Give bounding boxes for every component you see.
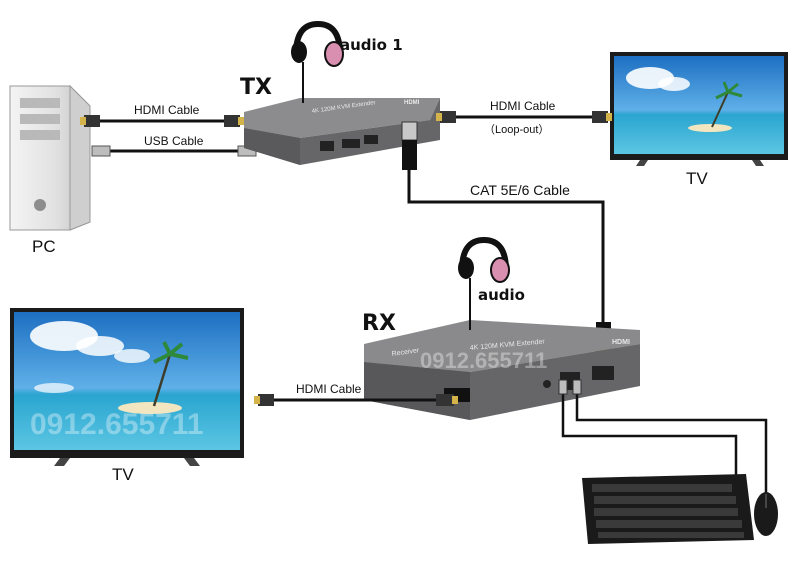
rx-audio-port xyxy=(543,380,551,388)
tx-device: 4K 120M KVM Extender HDMI xyxy=(244,98,440,165)
loop-hdmi-cable xyxy=(436,111,612,123)
tx-hdmi-port xyxy=(342,139,360,148)
tv-bottom-label: TV xyxy=(112,465,134,484)
rx-audio-label: audio xyxy=(478,286,525,304)
tx-hdmi-out-port xyxy=(364,135,378,144)
headphones-icon xyxy=(458,236,510,330)
pc-hdmi-cable xyxy=(80,115,244,127)
rx-side-print: Receiver xyxy=(391,347,420,358)
mouse-icon xyxy=(754,492,778,536)
rx-hdmi-logo: HDMI xyxy=(612,339,630,346)
pc-hdmi-label: HDMI Cable xyxy=(134,103,200,117)
rx-hdmi-label: HDMI Cable xyxy=(296,382,362,396)
loop-hdmi-label: HDMI Cable xyxy=(490,99,556,113)
pc-label: PC xyxy=(32,237,56,256)
rx-hdmi-cable xyxy=(254,394,458,406)
usb-cables xyxy=(558,379,768,494)
keyboard-icon xyxy=(582,474,754,544)
tx-hdmi-logo: HDMI xyxy=(404,100,420,106)
watermark: 0912.655711 xyxy=(30,408,204,441)
cat-cable xyxy=(401,121,612,357)
tv-top-label: TV xyxy=(686,169,708,188)
cat-cable-label: CAT 5E/6 Cable xyxy=(470,182,570,198)
pc-usb-label: USB Cable xyxy=(144,134,204,148)
watermark: 0912.655711 xyxy=(420,348,547,373)
tv-top xyxy=(610,52,788,166)
pc-tower xyxy=(9,84,91,231)
tx-power-port xyxy=(320,141,334,151)
headphones-icon xyxy=(291,20,344,103)
loop-out-label: （Loop-out） xyxy=(484,123,549,136)
tx-audio-label: audio 1 xyxy=(340,36,403,54)
tx-label: TX xyxy=(240,75,272,100)
tv-bottom xyxy=(10,308,244,466)
rx-label: RX xyxy=(362,311,396,336)
rx-lan-port xyxy=(592,366,614,380)
power-button-icon xyxy=(34,199,46,211)
